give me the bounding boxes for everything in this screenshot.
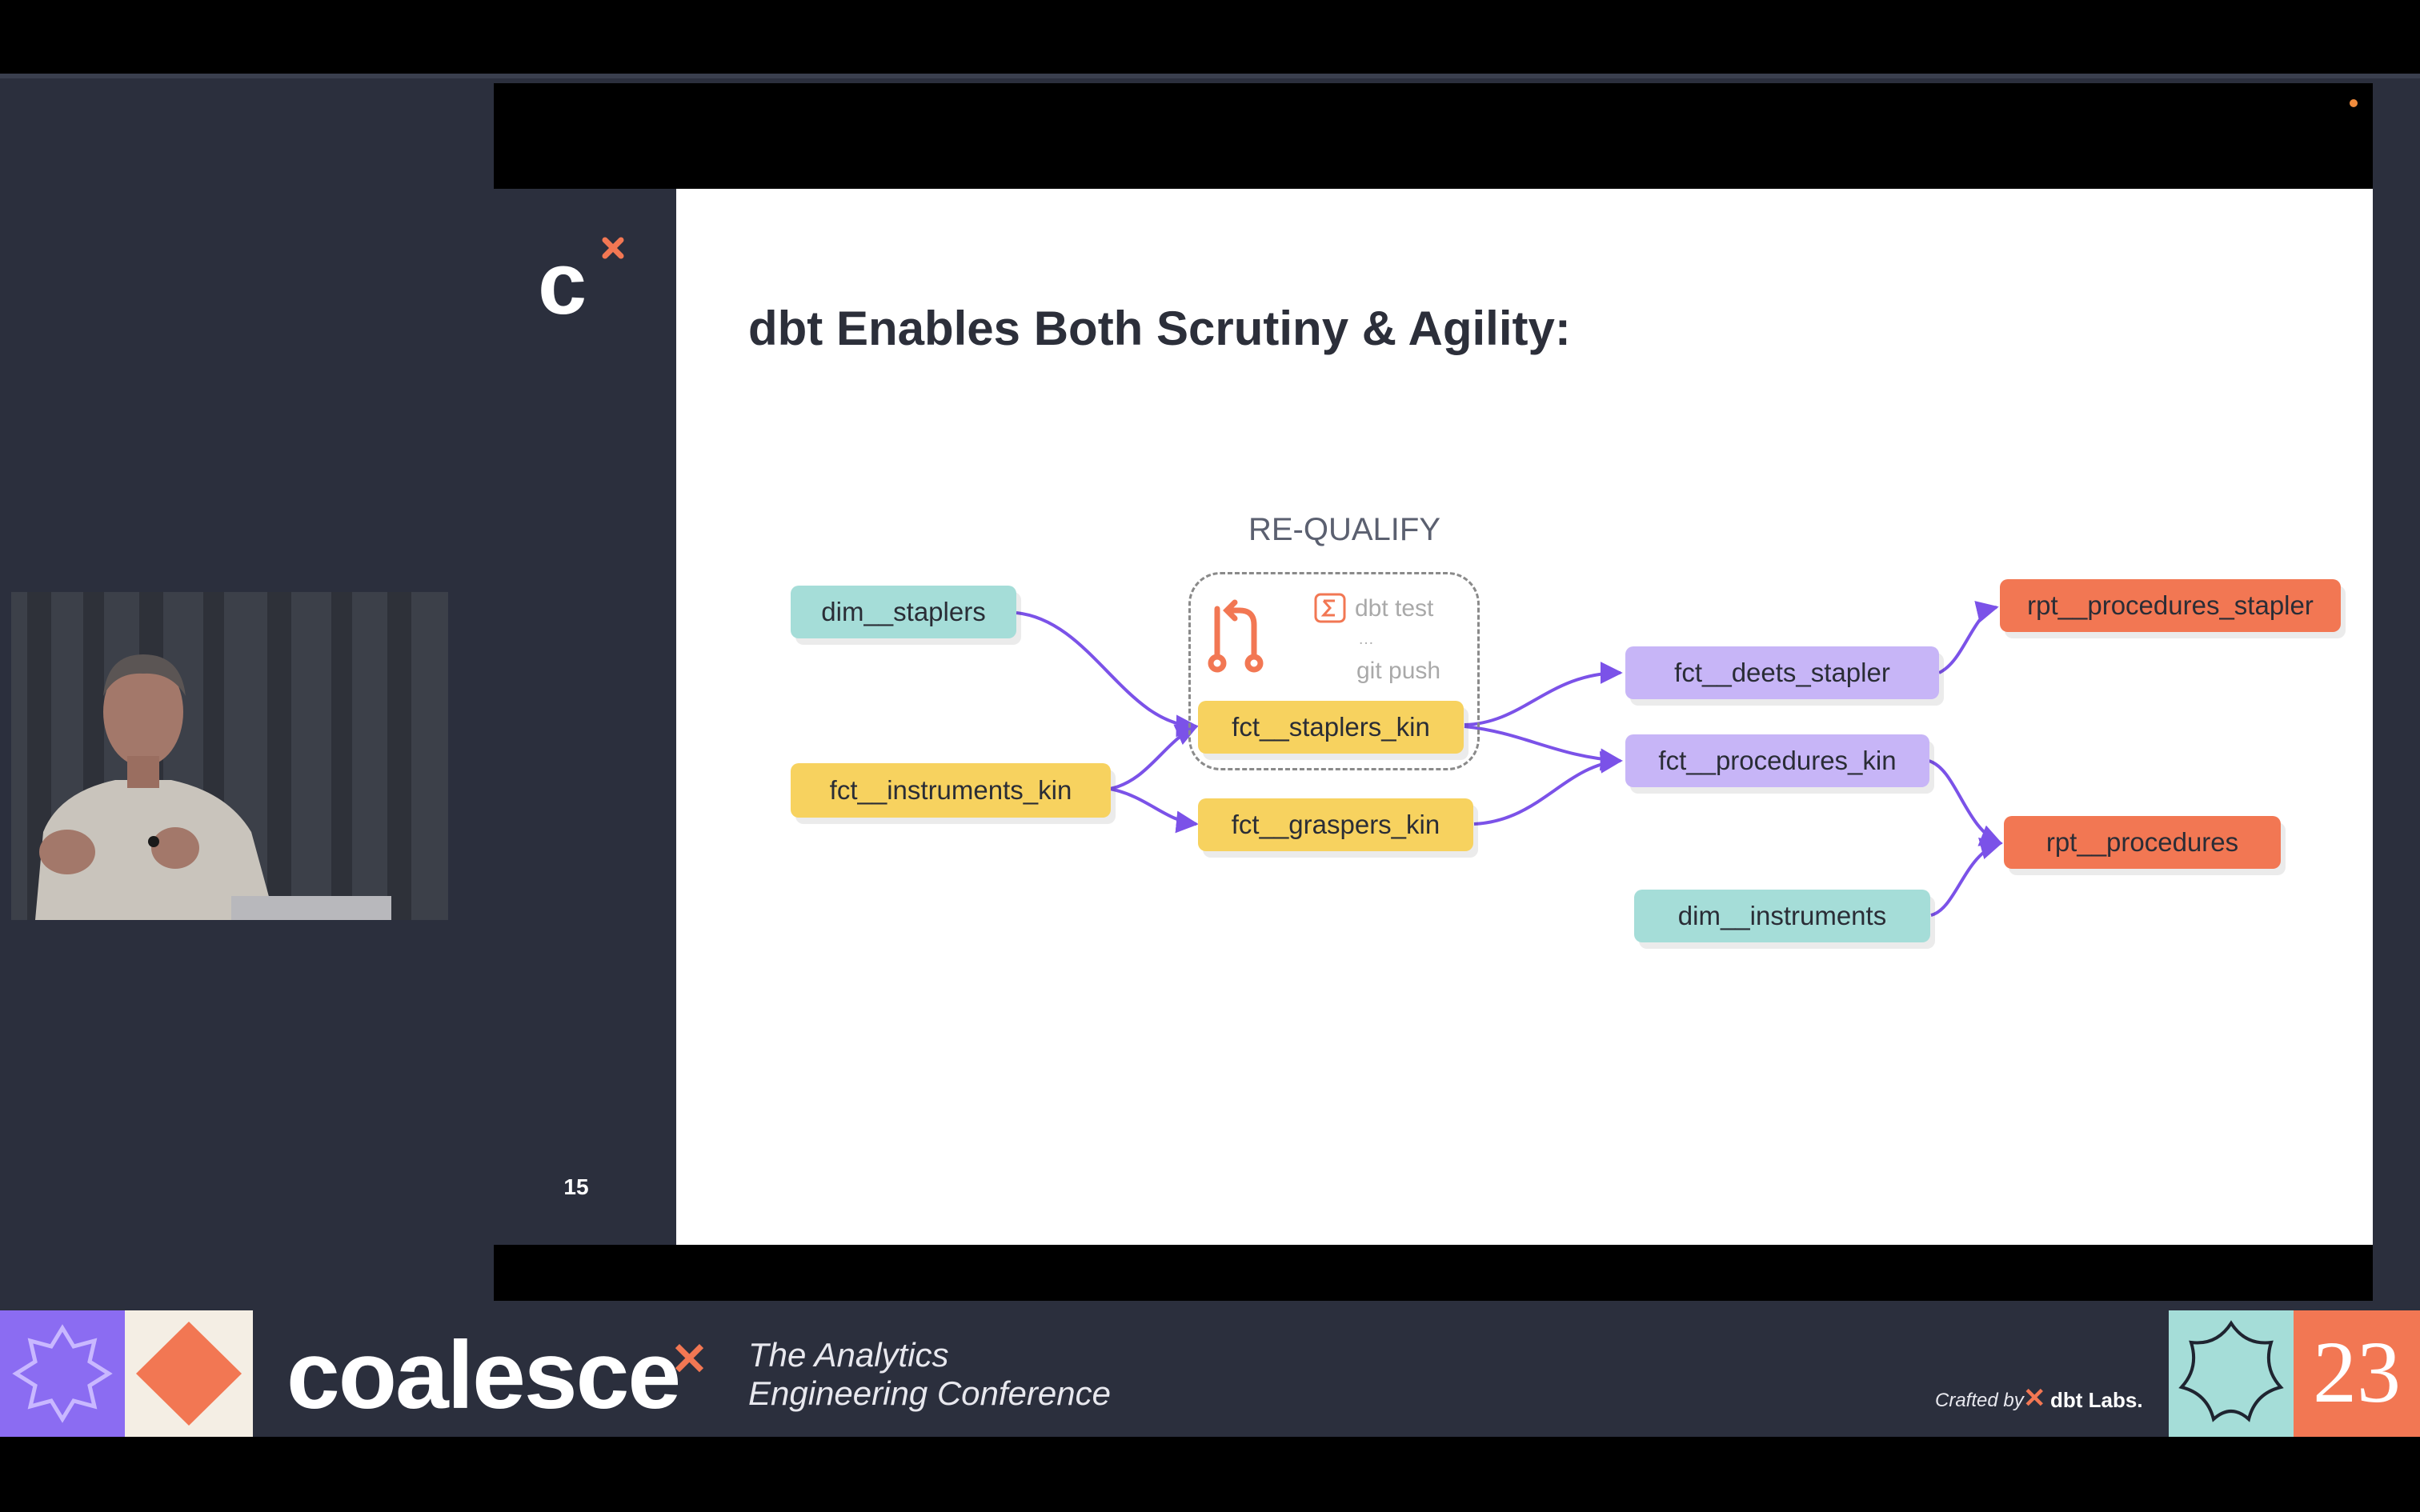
- year-badge: 23: [2313, 1323, 2401, 1421]
- edge-deets-to-rpt-stapler: [1938, 601, 1999, 674]
- speaker-webcam: [11, 592, 448, 920]
- node-fct-staplers-kin: fct__staplers_kin: [1198, 701, 1464, 754]
- edge-instruments-to-fct-staplers: [1109, 724, 1199, 790]
- brand-x-icon: ✕: [671, 1334, 708, 1384]
- edge-staplers-to-deets: [1464, 662, 1623, 726]
- node-rpt-procedures: rpt__procedures: [2004, 816, 2281, 869]
- tagline-line-1: The Analytics: [748, 1336, 949, 1374]
- slide-title: dbt Enables Both Scrutiny & Agility:: [748, 302, 1571, 355]
- top-divider: [0, 74, 2420, 78]
- ellipsis-step: …: [1358, 630, 1374, 648]
- coalesce-logo-icon: c: [538, 234, 624, 322]
- edge-dim-staplers-to-fct-staplers: [1016, 611, 1199, 738]
- footer-tile-cream: [125, 1310, 253, 1437]
- footer-tile-teal: [2169, 1310, 2294, 1437]
- diamond-icon: [136, 1322, 242, 1426]
- node-dim-staplers: dim__staplers: [791, 586, 1016, 638]
- lineage-edges: [1016, 601, 2003, 917]
- slide-letterbox-bottom: [494, 1245, 2373, 1301]
- starburst-icon: [12, 1324, 113, 1423]
- edge-dim-instruments-to-rpt: [1930, 838, 2003, 917]
- coalesce-wordmark: coalesce: [286, 1322, 681, 1429]
- footer-tile-orange: [2294, 1310, 2420, 1437]
- git-push-step: git push: [1356, 658, 1441, 684]
- dbt-test-step: dbt test: [1355, 595, 1434, 622]
- wavy-star-icon: [2178, 1320, 2284, 1422]
- node-fct-deets-stapler: fct__deets_stapler: [1625, 646, 1939, 699]
- footer-tile-purple: [0, 1310, 125, 1437]
- node-fct-graspers-kin: fct__graspers_kin: [1198, 798, 1473, 851]
- slide-canvas: [676, 189, 2373, 1245]
- slide-sidebar: [494, 189, 676, 1245]
- dbt-x-icon: ✕: [2023, 1383, 2046, 1414]
- svg-text:c: c: [538, 234, 587, 322]
- crafted-by-label: Crafted by: [1935, 1390, 2024, 1411]
- terminal-icon: [1314, 593, 1346, 623]
- dbt-labs-wordmark: dbt Labs.: [2050, 1388, 2143, 1412]
- conference-footer: [0, 1310, 2420, 1437]
- lineage-diagram: RE-QUALIFY dbt test … git push dim__stap…: [676, 189, 2373, 1245]
- slide-letterbox-top: [494, 83, 2373, 189]
- requalify-group: [1188, 572, 1480, 770]
- node-fct-instruments-kin: fct__instruments_kin: [791, 763, 1111, 818]
- git-merge-icon: [1208, 599, 1264, 673]
- edge-staplers-to-procedures: [1464, 725, 1623, 771]
- edge-procedures-to-rpt: [1928, 759, 2003, 846]
- tagline-line-2: Engineering Conference: [748, 1374, 1111, 1412]
- slide-number: 15: [563, 1174, 589, 1199]
- edge-graspers-to-procedures: [1473, 750, 1623, 826]
- node-dim-instruments: dim__instruments: [1634, 890, 1930, 942]
- node-rpt-procedures-stapler: rpt__procedures_stapler: [2000, 579, 2341, 632]
- edge-instruments-to-graspers: [1109, 787, 1199, 834]
- requalify-label: RE-QUALIFY: [1248, 512, 1441, 547]
- recording-indicator: [2350, 99, 2358, 107]
- node-fct-procedures-kin: fct__procedures_kin: [1625, 734, 1929, 787]
